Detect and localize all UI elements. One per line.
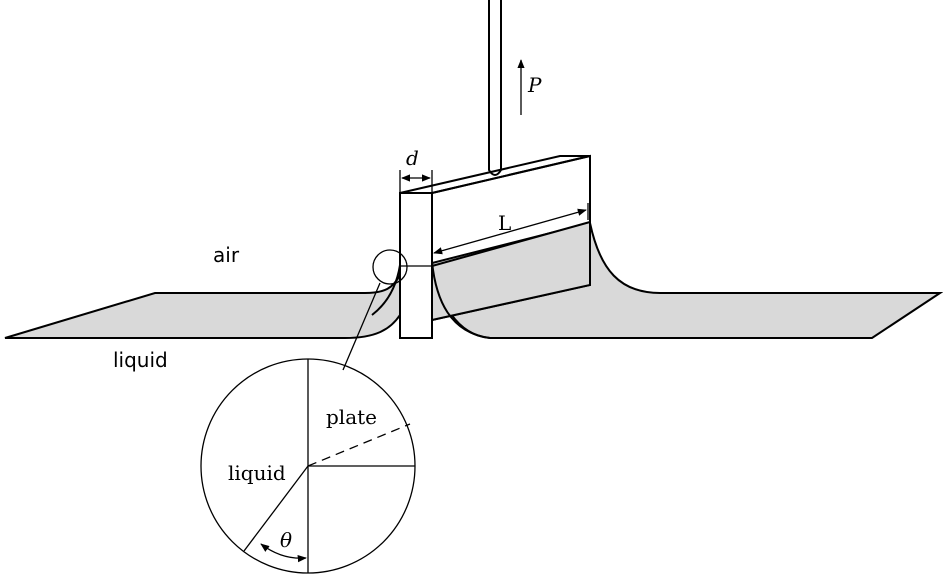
thickness-label: d	[406, 146, 419, 170]
length-dimension-arrow	[433, 208, 587, 255]
force-label: P	[527, 73, 542, 97]
inset-tangent-dashed	[307, 423, 411, 467]
inset-liquid-surface	[243, 465, 309, 552]
air-label: air	[213, 243, 240, 267]
liquid-label: liquid	[113, 348, 168, 372]
contact-angle-arc	[260, 543, 307, 563]
length-label: L	[498, 211, 511, 235]
magnifier-circle	[372, 249, 408, 285]
inset-liquid-label: liquid	[228, 461, 286, 485]
left-meniscus-curve	[371, 264, 401, 316]
right-meniscus-curve	[431, 261, 491, 339]
left-liquid-surface	[4, 274, 401, 339]
suspension-rod	[488, 0, 502, 176]
contact-angle-label: θ	[280, 528, 292, 552]
magnifier-leader	[342, 282, 381, 371]
inset-plate-label: plate	[326, 405, 377, 429]
